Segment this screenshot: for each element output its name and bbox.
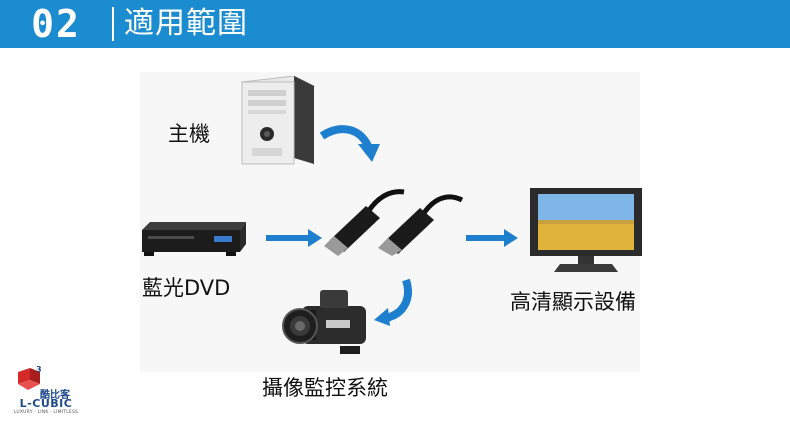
label-display: 高清顯示設備 [510,290,636,314]
camcorder-icon [282,290,366,354]
section-number: 02 [31,2,81,46]
brand-logo: 3 酷比客 L-CUBIC LUXURY · LINK · LIMITLESS [10,364,82,420]
logo-slogan: LUXURY · LINK · LIMITLESS [13,410,79,415]
label-cctv: 攝像監控系統 [262,376,388,400]
logo-mark-icon: 3 [18,365,42,390]
curved-arrow-bottom [374,278,412,326]
section-title: 適用範圍 [124,6,248,41]
arrow-dvd-to-cable [266,229,322,247]
label-bluray: 藍光DVD [142,276,231,300]
label-host: 主機 [168,122,210,146]
logo-cn-name: 酷比客 [40,390,70,401]
bluray-player-icon [142,222,246,256]
header-bar [0,0,790,48]
arrow-cable-to-display [466,229,518,247]
header-divider [112,7,114,41]
svg-text:3: 3 [36,365,42,374]
curved-arrow-top [319,125,380,162]
logo-brand: L-CUBIC [19,397,73,410]
hdmi-cable-icon [324,189,464,256]
desktop-tower-icon [240,76,316,165]
monitor-icon [530,188,642,272]
